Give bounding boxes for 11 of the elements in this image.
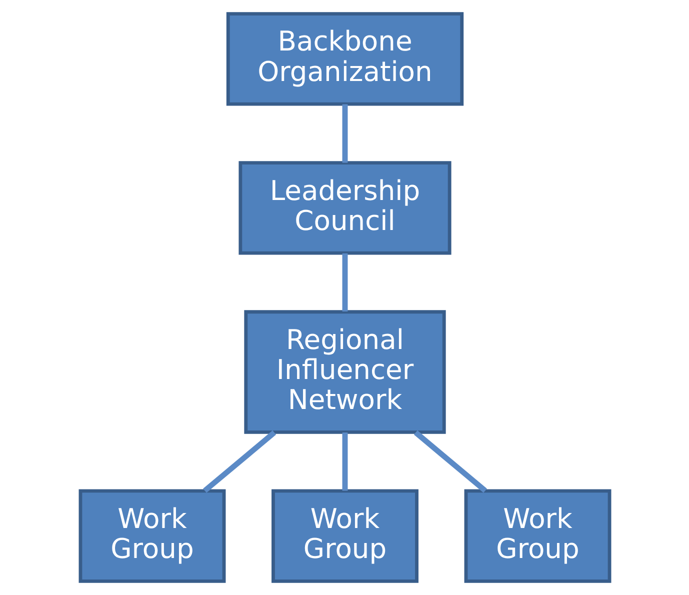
- node-box: Regional Influencer Network: [244, 310, 446, 434]
- node-box: Backbone Organization: [226, 12, 464, 106]
- connector: [413, 430, 486, 493]
- connector: [342, 253, 348, 312]
- node-box: Leadership Council: [238, 161, 451, 255]
- node-box: Work Group: [78, 489, 226, 583]
- node-box: Work Group: [271, 489, 418, 583]
- node-box: Work Group: [464, 489, 611, 583]
- connector: [342, 104, 348, 163]
- connector: [342, 432, 348, 491]
- connector: [202, 430, 276, 493]
